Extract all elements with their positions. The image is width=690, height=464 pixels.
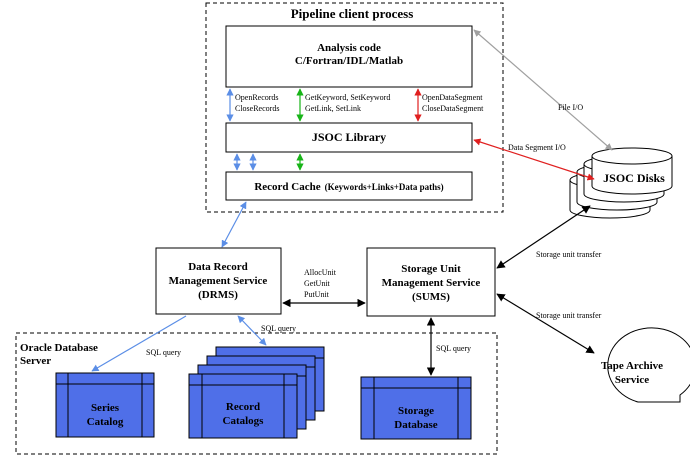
tape-archive-service[interactable]: Tape Archive Service [601, 327, 690, 403]
analysis-code-languages: C/Fortran/IDL/Matlab [295, 55, 403, 67]
storage-database-line1: Storage [398, 405, 434, 417]
storage-transfer-tape-label: Storage unit transfer [536, 311, 602, 320]
sql-query-series-label: SQL query [146, 348, 181, 357]
data-segment-io-arrow [473, 138, 595, 181]
record-catalogs-line1: Record [226, 401, 260, 413]
pipeline-client-title: Pipeline client process [291, 6, 414, 21]
analysis-code-box[interactable] [225, 25, 473, 88]
drms-line3: (DRMS) [198, 289, 238, 301]
sql-query-drms-label: SQL query [261, 324, 296, 333]
sums-line3: (SUMS) [412, 291, 450, 303]
label-close-data-segment: CloseDataSegment [422, 104, 484, 113]
drms-line2: Management Service [169, 275, 268, 287]
analysis-code-title: Analysis code [317, 42, 381, 54]
jsoc-library-box[interactable] [225, 122, 473, 153]
jsoc-disks-label: JSOC Disks [603, 171, 665, 185]
jsoc-disks[interactable]: JSOC Disks [569, 147, 673, 219]
label-get-keyword: GetKeyword, SetKeyword [305, 93, 390, 102]
drms-records-arrow [237, 315, 267, 346]
drms-series-arrow [91, 315, 187, 372]
drms-line1: Data Record [188, 261, 248, 273]
series-catalog-line1: Series [91, 402, 120, 414]
disk-layer-1 [591, 147, 673, 195]
label-close-records: CloseRecords [235, 104, 279, 113]
cache-drms-arrow [221, 201, 247, 248]
tape-archive-line1: Tape Archive [601, 360, 663, 372]
sums-disks-arrow [496, 205, 591, 269]
data-segment-io-label: Data Segment I/O [508, 143, 566, 152]
tape-archive-line2: Service [615, 374, 649, 386]
file-io-arrow [473, 29, 613, 151]
record-cache-label: Record Cache (Keywords+Links+Data paths) [254, 181, 443, 193]
alloc-unit-label: AllocUnit [304, 268, 337, 277]
oracle-title-line2: Server [20, 355, 51, 367]
get-unit-label: GetUnit [304, 279, 331, 288]
storage-database[interactable]: Storage Database [360, 376, 472, 440]
record-catalogs-line2: Catalogs [223, 415, 265, 427]
storage-database-box [360, 376, 472, 440]
sums-box[interactable] [366, 247, 496, 317]
record-catalogs[interactable]: Record Catalogs [188, 346, 325, 439]
oracle-title-line1: Oracle Database [20, 342, 98, 354]
tape-archive-shape [607, 327, 690, 403]
label-get-link: GetLink, SetLink [305, 104, 361, 113]
label-open-records: OpenRecords [235, 93, 279, 102]
sql-query-sums-label: SQL query [436, 344, 471, 353]
storage-transfer-disks-label: Storage unit transfer [536, 250, 602, 259]
file-io-label: File I/O [558, 103, 583, 112]
storage-database-line2: Database [394, 419, 438, 431]
jsoc-library-label: JSOC Library [312, 130, 386, 144]
record-cache-box[interactable] [225, 171, 473, 201]
series-catalog-line2: Catalog [87, 416, 124, 428]
sums-line1: Storage Unit [401, 263, 461, 275]
record-cache-sub: (Keywords+Links+Data paths) [325, 182, 444, 192]
label-open-data-segment: OpenDataSegment [422, 93, 483, 102]
drms-box[interactable] [155, 247, 282, 315]
series-catalog[interactable]: Series Catalog [55, 372, 155, 438]
sums-line2: Management Service [382, 277, 481, 289]
sums-tape-arrow [496, 293, 595, 354]
record-cache-main: Record Cache [254, 181, 320, 193]
put-unit-label: PutUnit [304, 290, 330, 299]
